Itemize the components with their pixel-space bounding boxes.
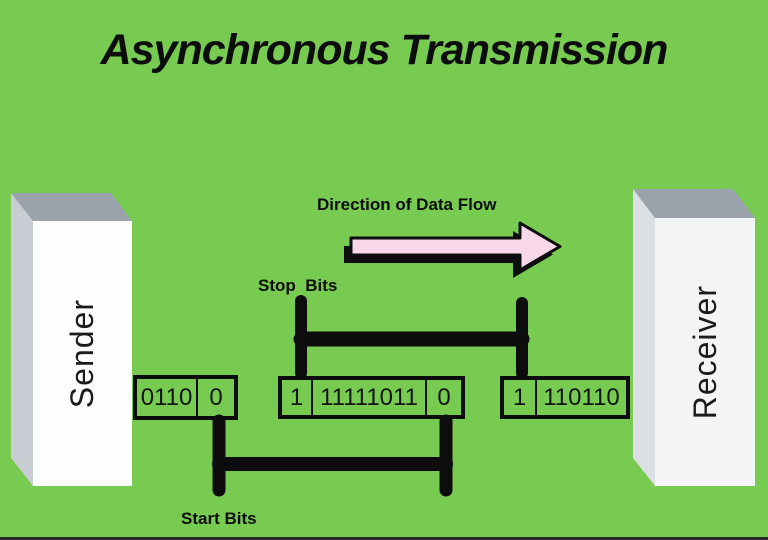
receiver-label: Receiver [686, 284, 723, 420]
start-bit-cell: 0 [437, 383, 451, 411]
data-bits-cell: 110110 [543, 383, 620, 411]
bottom-edge-strip [0, 537, 768, 540]
receiver-pillar-front-face [655, 218, 755, 486]
data-bits-cell: 0110 [137, 379, 198, 416]
in-transit-frame: 1 11111011 0 [278, 376, 465, 419]
receiver-pillar-side-face [633, 189, 655, 486]
stop-bits-label: Stop Bits [258, 276, 338, 295]
diagram-title: Asynchronous Transmission [100, 26, 669, 74]
sender-output-frame: 0110 0 [133, 375, 238, 420]
sender-pillar-top-face [11, 193, 132, 221]
sender-pillar-side-face [11, 193, 33, 486]
sender-label-area: Sender [33, 221, 132, 486]
sender-pillar-front-face [33, 221, 132, 486]
direction-of-data-flow-label: Direction of Data Flow [317, 195, 497, 214]
data-flow-arrow [344, 221, 562, 278]
start-bit-cell: 0 [209, 383, 223, 411]
stop-bit-cell: 1 [282, 380, 313, 415]
sender-pillar [11, 193, 132, 486]
data-bits-cell: 11111011 [313, 380, 427, 415]
start-bits-bracket [212, 414, 453, 497]
stop-bit-cell: 1 [504, 380, 537, 415]
sender-label: Sender [64, 298, 100, 409]
stop-bits-bracket [293, 295, 530, 379]
receiver-input-frame: 1 110110 [500, 376, 630, 419]
receiver-pillar-top-face [633, 189, 755, 218]
start-bits-label: Start Bits [181, 509, 257, 528]
arrow-icon [349, 221, 562, 272]
receiver-pillar [633, 189, 755, 486]
receiver-label-area: Receiver [655, 218, 755, 486]
